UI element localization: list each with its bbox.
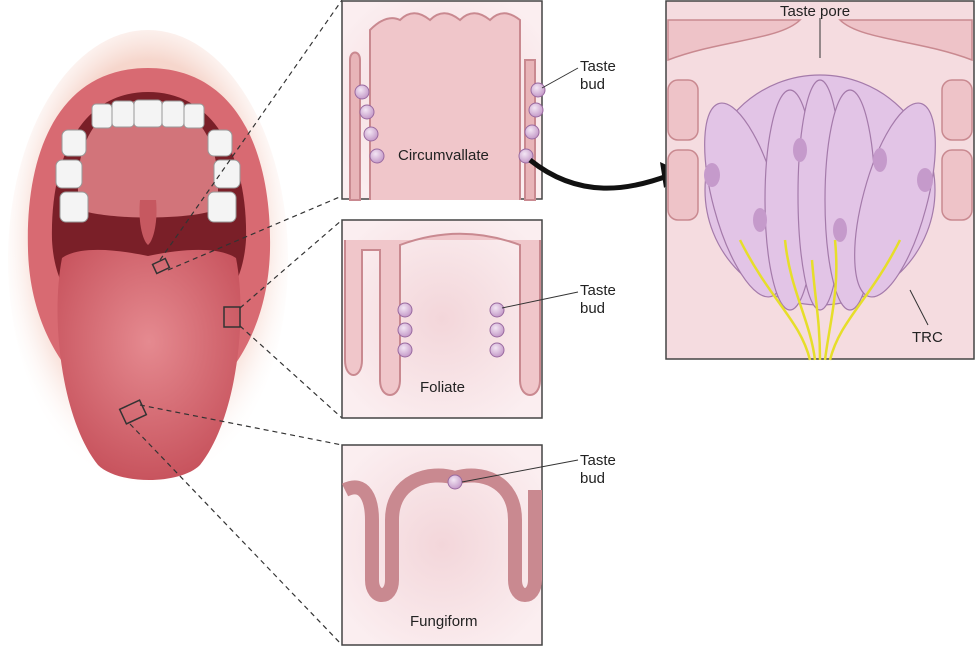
nerve-fibers: [738, 239, 902, 361]
foliate-label: Foliate: [420, 379, 465, 396]
taste-pore-label: Taste pore: [780, 3, 850, 20]
trc-label: TRC: [912, 329, 943, 346]
tongue: [57, 249, 241, 480]
circumvallate-label: Circumvallate: [398, 147, 489, 164]
arrow: [528, 158, 671, 191]
open-mouth-illustration: [8, 0, 343, 646]
taste-receptor-cells: [704, 74, 936, 311]
taste-bud-detail-panel: Taste pore TRC: [665, 0, 975, 361]
fungiform-label: Fungiform: [410, 613, 478, 630]
